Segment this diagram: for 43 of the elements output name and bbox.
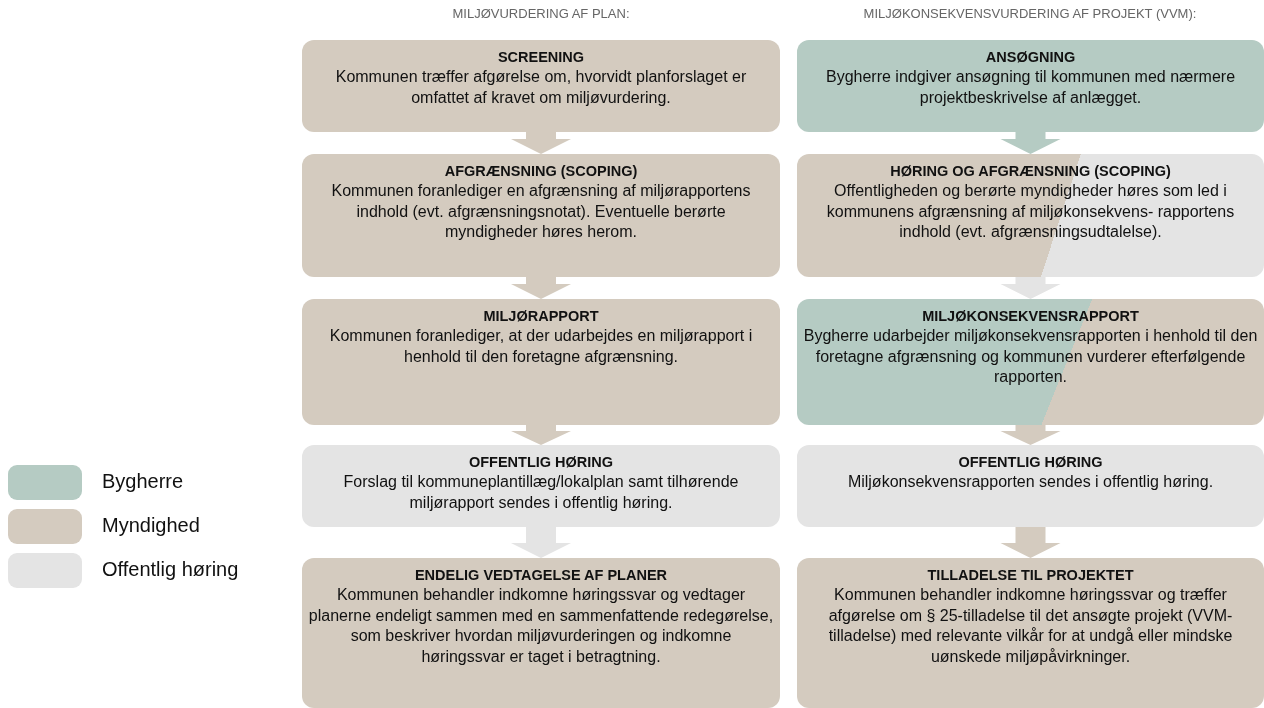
step-heading: OFFENTLIG HØRING (957, 453, 1104, 471)
step-heading: OFFENTLIG HØRING (467, 453, 615, 471)
arrow (1000, 277, 1061, 299)
step-heading: AFGRÆNSNING (SCOPING) (443, 162, 639, 180)
step-description: Kommunen behandler indkomne høringssvar og vedtager planerne endeligt sammen med en sammenfattende redegørelse, som beskriver hvordan miljøvurderingen og indkomne høringssvar er taget i betragtning. (308, 585, 774, 667)
process-box (302, 445, 780, 527)
step-heading: TILLADELSE TIL PROJEKTET (926, 566, 1135, 584)
step-heading: MILJØKONSEKVENSRAPPORT (921, 307, 1140, 325)
arrow (1000, 132, 1061, 154)
arrow (1000, 527, 1061, 558)
step-description: Miljøkonsekvensrapporten sendes i offentlig høring. (846, 472, 1215, 492)
arrow (511, 527, 571, 558)
process-box (797, 299, 1264, 425)
step-description: Bygherre indgiver ansøgning til kommunen med nærmere projektbeskrivelse af anlægget. (824, 67, 1237, 108)
arrow (511, 425, 571, 445)
arrow (511, 132, 571, 154)
step-description: Kommunen foranlediger, at der udarbejdes en miljørapport i henhold til den foretagne afgrænsning. (328, 326, 754, 367)
step-heading: HØRING OG AFGRÆNSNING (SCOPING) (889, 162, 1172, 180)
step-heading: ANSØGNING (984, 48, 1077, 66)
process-box (797, 558, 1264, 708)
step-heading: ENDELIG VEDTAGELSE AF PLANER (413, 566, 669, 584)
step-description: Offentligheden og berørte myndigheder høres som led i kommunens afgrænsning af miljøkonsekvens- rapportens indhold (evt. afgrænsningsudtalelse). (825, 181, 1236, 242)
process-box (797, 40, 1264, 132)
step-description: Forslag til kommuneplantillæg/lokalplan samt tilhørende miljørapport sendes i offentlig høring. (342, 472, 740, 513)
step-description: Kommunen træffer afgørelse om, hvorvidt planforslaget er omfattet af kravet om miljøvurdering. (334, 67, 748, 108)
arrow (1000, 425, 1061, 445)
column-heading: MILJØVURDERING AF PLAN: (452, 6, 630, 21)
legend-label: Bygherre (102, 470, 184, 493)
column-heading: MILJØKONSEKVENSVURDERING AF PROJEKT (VVM): (863, 6, 1197, 21)
step-heading: MILJØRAPPORT (482, 307, 600, 325)
process-box (302, 40, 780, 132)
legend-label: Myndighed (102, 514, 200, 537)
step-description: Bygherre udarbejder miljøkonsekvensrapporten i henhold til den foretagne afgrænsning og kommunen vurderer efterfølgende rapporten. (802, 326, 1259, 387)
process-box (797, 154, 1264, 277)
process-box (302, 558, 780, 708)
step-description: Kommunen foranlediger en afgrænsning af miljørapportens indhold (evt. afgrænsningsnotat). Eventuelle berørte myndigheder høres herom. (330, 181, 752, 242)
process-box (302, 154, 780, 277)
process-box (302, 299, 780, 425)
process-box (797, 445, 1264, 527)
arrow (511, 277, 571, 299)
step-heading: SCREENING (496, 48, 586, 66)
legend-label: Offentlig høring (102, 558, 239, 581)
step-description: Kommunen behandler indkomne høringssvar og træffer afgørelse om § 25-tilladelse til det ansøgte projekt (VVM-tilladelse) med relevante vilkår for at undgå eller mindske uønskede miljøpåvirkninger. (827, 585, 1234, 667)
